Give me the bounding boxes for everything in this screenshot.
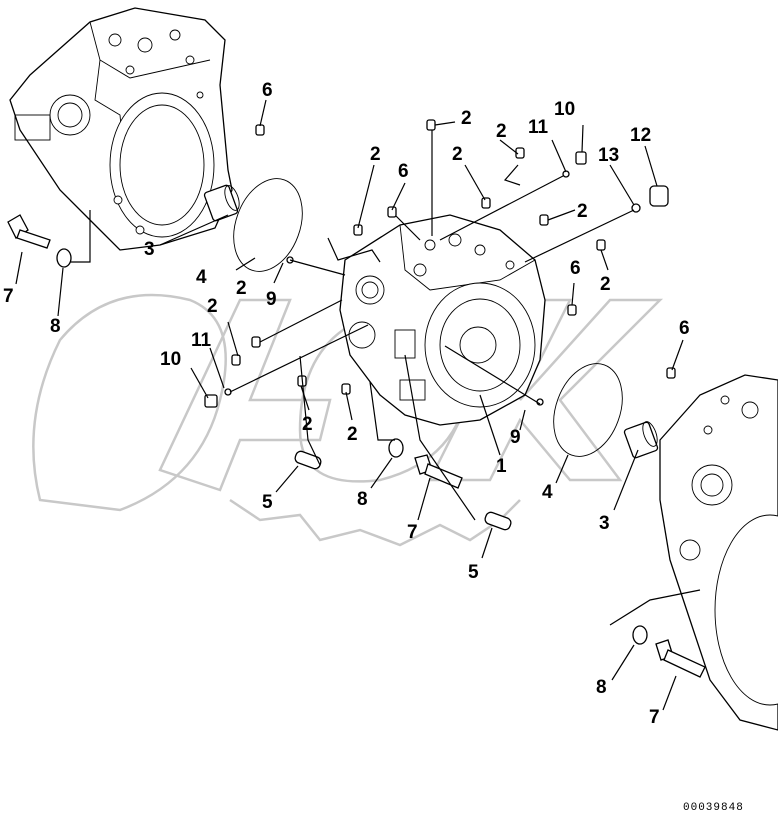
callout-2: 2: [461, 108, 472, 129]
callout-3: 3: [599, 513, 610, 534]
callout-6: 6: [570, 258, 581, 279]
bolt-part-7-center: [414, 454, 463, 489]
washer-part-8-left: [56, 248, 72, 268]
callout-8: 8: [50, 316, 61, 337]
callout-7: 7: [3, 286, 14, 307]
callout-5: 5: [262, 492, 273, 513]
callout-3: 3: [144, 239, 155, 260]
callout-2: 2: [302, 414, 313, 435]
callout-2: 2: [207, 296, 218, 317]
bolt-part-7-left: [7, 214, 51, 249]
callout-2: 2: [452, 144, 463, 165]
callout-11: 11: [191, 330, 212, 351]
callout-4: 4: [196, 267, 207, 288]
bearing-part-3-lower: [623, 421, 659, 459]
leader-lines: [15, 99, 701, 711]
callout-9: 9: [266, 289, 277, 310]
callout-7: 7: [407, 522, 418, 543]
callout-7: 7: [649, 707, 660, 728]
callout-2: 2: [347, 424, 358, 445]
callout-12: 12: [630, 125, 651, 146]
callout-13: 13: [598, 145, 619, 166]
drawing-number: 00039848: [683, 802, 744, 814]
o-ring-part-4-upper: [233, 178, 303, 272]
callout-2: 2: [370, 144, 381, 165]
callout-2: 2: [496, 121, 507, 142]
callout-labels: 2 2 10 11 12 13 2 2 6 2 6 2 6 3 4 2 9 2 …: [3, 80, 690, 728]
callout-5: 5: [468, 562, 479, 583]
upper-left-pump-housing: [9, 7, 233, 251]
washer-part-8-center: [388, 438, 404, 458]
o-ring-part-4-lower: [553, 363, 623, 457]
callout-6: 6: [262, 80, 273, 101]
plug-screws: [231, 119, 676, 395]
pin-part-5-right: [484, 511, 512, 531]
central-pump-assembly: [339, 214, 546, 426]
bearing-part-3-upper: [203, 184, 240, 222]
callout-4: 4: [542, 482, 553, 503]
callout-11: 11: [528, 117, 549, 138]
callout-9: 9: [510, 427, 521, 448]
callout-10: 10: [160, 349, 181, 370]
callout-10: 10: [554, 99, 575, 120]
callout-6: 6: [679, 318, 690, 339]
callout-1: 1: [496, 456, 507, 477]
bolt-part-7-right: [655, 639, 706, 678]
callout-2: 2: [577, 201, 588, 222]
washer-part-8-right: [632, 625, 648, 645]
callout-6: 6: [398, 161, 409, 182]
callout-8: 8: [596, 677, 607, 698]
callout-8: 8: [357, 489, 368, 510]
lower-right-pump-housing: [659, 374, 778, 731]
callout-2: 2: [236, 278, 247, 299]
callout-2: 2: [600, 274, 611, 295]
